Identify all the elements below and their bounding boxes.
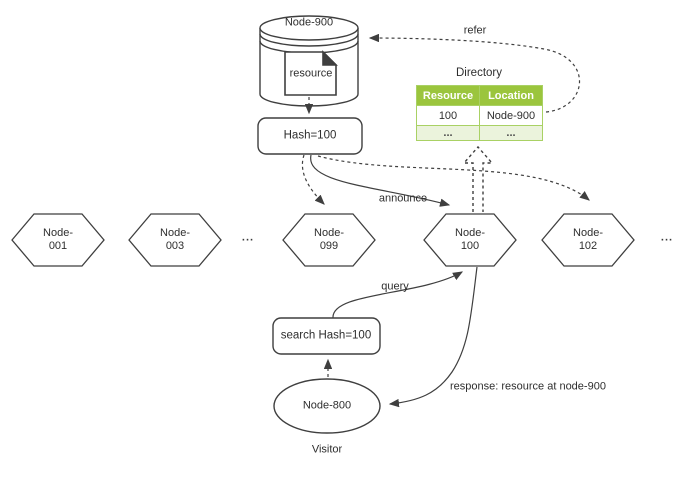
- hexagon-node-102: [541, 213, 635, 267]
- node-100-label: Node- 100: [455, 227, 485, 252]
- node-003-label: Node- 003: [160, 227, 190, 252]
- hash-to-node-102-arrow: [317, 155, 590, 201]
- query-arrow: [332, 271, 464, 319]
- node-102-label: Node- 102: [573, 227, 603, 252]
- hexagon-node-003: [128, 213, 222, 267]
- node-099-label: Node- 099: [314, 227, 344, 252]
- response-label: response: resource at node-900: [450, 380, 606, 393]
- response-arrow: [388, 266, 478, 408]
- query-label: query: [381, 280, 409, 293]
- resource-document-label: resource: [289, 67, 333, 80]
- directory-title: Directory: [455, 67, 503, 79]
- refer-arrow: [368, 33, 581, 113]
- directory-cell-resource-0: 100: [416, 105, 480, 126]
- hexagon-node-099: [282, 213, 376, 267]
- node-100-to-directory-block-arrow: [462, 145, 494, 212]
- announce-arrow: [310, 154, 451, 207]
- directory-col-location: Location: [479, 85, 543, 106]
- directory-cell-location-1: ...: [479, 125, 543, 141]
- search-box-label: search Hash=100: [280, 329, 372, 342]
- directory-col-resource: Resource: [416, 85, 480, 106]
- refer-label: refer: [463, 24, 487, 37]
- ellipsis-right: ...: [660, 231, 674, 244]
- visitor-node-label: Node-800: [302, 399, 352, 412]
- hexagon-node-001: [11, 213, 105, 267]
- node-001-label: Node- 001: [43, 227, 73, 252]
- directory-cell-location-0: Node-900: [479, 105, 543, 126]
- hash-box-shape: [257, 117, 363, 155]
- storage-node-title: Node-900: [284, 16, 334, 29]
- hash-box-label: Hash=100: [283, 129, 337, 142]
- search-box-shape: [272, 317, 381, 355]
- hash-to-node-099-arrow: [301, 154, 325, 205]
- directory-cell-resource-1: ...: [416, 125, 480, 141]
- visitor-ellipse-node-800: [273, 378, 381, 434]
- directory-header-row: Resource Location: [416, 85, 543, 106]
- hexagon-node-100: [423, 213, 517, 267]
- directory-table: Resource Location 100 Node-900 ... ...: [416, 85, 543, 141]
- table-row: 100 Node-900: [416, 105, 543, 126]
- ellipsis-left: ...: [241, 231, 255, 244]
- table-row: ... ...: [416, 125, 543, 141]
- visitor-caption: Visitor: [311, 443, 343, 456]
- announce-label: announce: [378, 192, 428, 205]
- resource-document-icon: [284, 50, 338, 96]
